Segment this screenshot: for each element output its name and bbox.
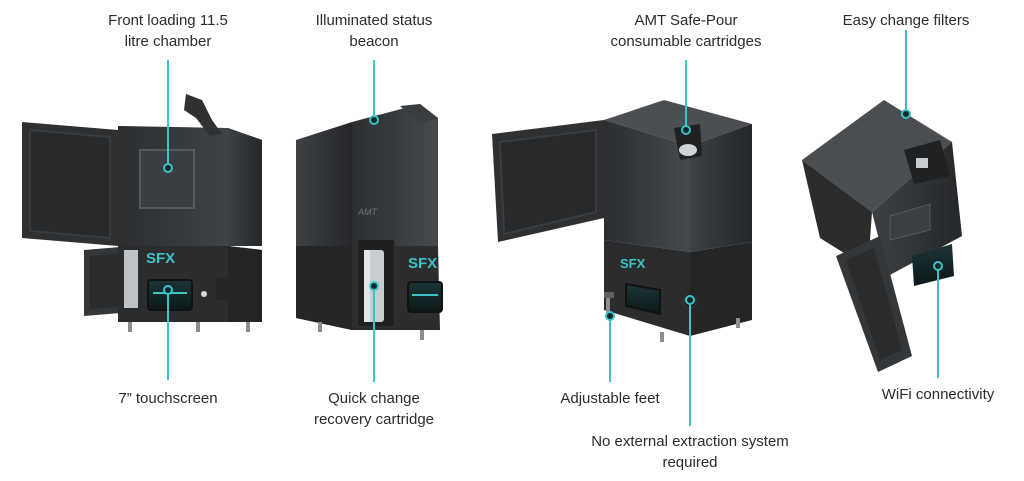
machine-front-closed	[296, 104, 443, 340]
machine-1-logo: SFX	[146, 250, 175, 267]
label-touchscreen-line1: 7” touchscreen	[118, 390, 218, 407]
dot-recovery-cartridge	[369, 281, 379, 291]
label-front-loading-line1: Front loading 11.5	[108, 12, 228, 29]
label-feet: Adjustable feet	[540, 388, 680, 409]
label-wifi-line1: WiFi connectivity	[881, 386, 995, 403]
label-filters-line1: Easy change filters	[842, 12, 970, 29]
dot-front-loading	[163, 163, 173, 173]
callout-dots	[163, 109, 943, 321]
machine-rear-top	[802, 100, 962, 372]
label-extraction-line1: No external extraction system	[591, 433, 789, 450]
dot-wifi	[933, 261, 943, 271]
machine-angled-open	[492, 100, 752, 342]
label-safe-pour-line2: consumable cartridges	[610, 33, 762, 50]
label-recovery-cartridge-line2: recovery cartridge	[313, 411, 435, 428]
label-filters: Easy change filters	[826, 10, 986, 31]
label-front-loading-line2: litre chamber	[124, 33, 212, 50]
label-front-loading: Front loading 11.5 litre chamber	[88, 10, 248, 52]
label-feet-line1: Adjustable feet	[560, 390, 660, 407]
machine-front-open	[22, 94, 262, 332]
label-status-beacon-line2: beacon	[349, 33, 399, 50]
callout-lines	[167, 30, 939, 426]
dot-extraction	[685, 295, 695, 305]
label-extraction-line2: required	[662, 454, 718, 471]
machine-2-logo: SFX	[408, 255, 437, 272]
dot-touchscreen	[163, 285, 173, 295]
label-status-beacon-line1: Illuminated status	[315, 12, 433, 29]
dot-filters	[901, 109, 911, 119]
dot-status-beacon	[369, 115, 379, 125]
dot-feet	[605, 311, 615, 321]
label-status-beacon: Illuminated status beacon	[294, 10, 454, 52]
label-recovery-cartridge-line1: Quick change	[328, 390, 420, 407]
label-safe-pour: AMT Safe-Pour consumable cartridges	[596, 10, 776, 52]
label-wifi: WiFi connectivity	[866, 384, 1010, 405]
label-safe-pour-line1: AMT Safe-Pour	[634, 12, 738, 29]
label-recovery-cartridge: Quick change recovery cartridge	[294, 388, 454, 430]
machine-3-logo: SFX	[620, 256, 646, 271]
machine-2-badge: AMT	[357, 207, 379, 217]
label-extraction: No external extraction system required	[575, 431, 805, 473]
dot-safe-pour	[681, 125, 691, 135]
label-touchscreen: 7” touchscreen	[98, 388, 238, 409]
